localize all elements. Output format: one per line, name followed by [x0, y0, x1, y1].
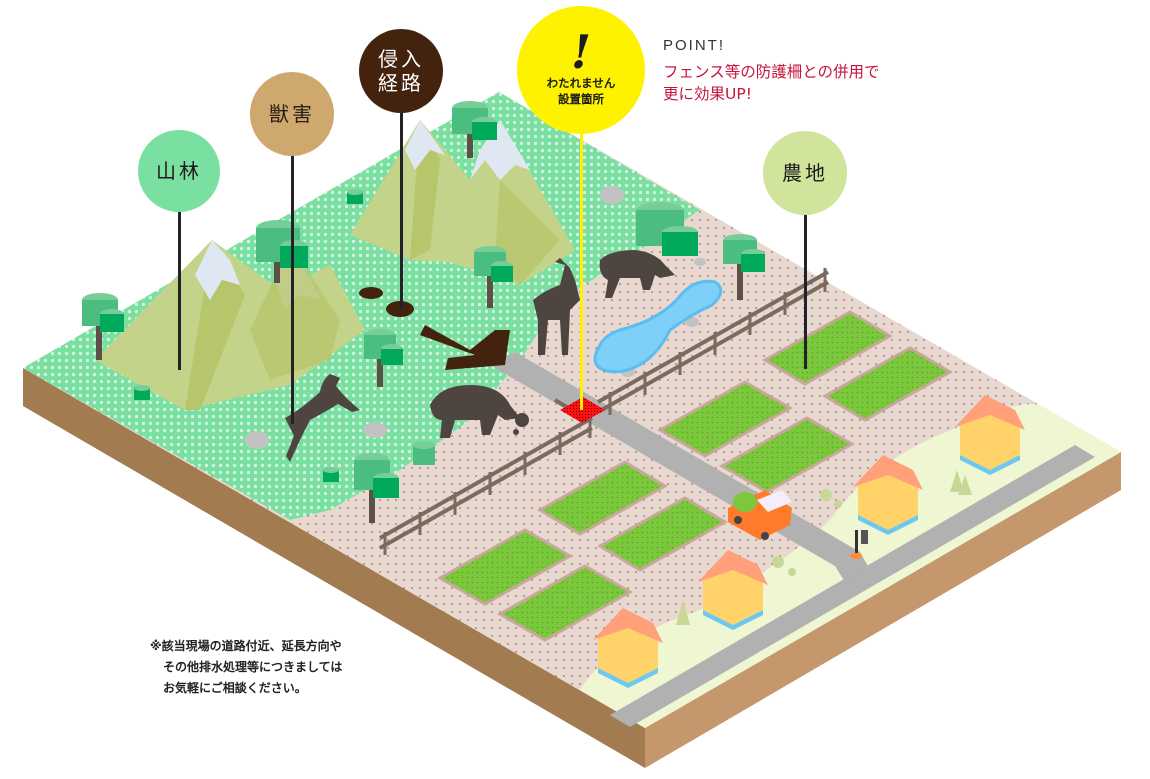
- point-sub-line2: 設置箇所: [558, 92, 604, 106]
- label-forest-text: 山林: [156, 159, 202, 183]
- pin-line-point: [580, 132, 583, 410]
- label-animal-damage: 獣害: [250, 72, 334, 156]
- point-callout-line2: 更に効果UP!: [663, 85, 752, 103]
- trees: [82, 101, 765, 523]
- label-damage-text: 獣害: [269, 102, 315, 126]
- pin-line-damage: [291, 154, 294, 424]
- animals: [285, 250, 675, 462]
- traffic-light: [850, 530, 868, 559]
- label-forest: 山林: [138, 130, 220, 212]
- footnote-line2: その他排水処理等につきましては: [163, 660, 343, 674]
- exclamation-icon: !: [570, 25, 592, 79]
- pickup-truck: [728, 490, 792, 540]
- point-callout-line1: フェンス等の防護柵との併用で: [663, 63, 880, 81]
- pin-line-farm: [804, 213, 807, 369]
- soil-left-side: [23, 368, 645, 768]
- pin-line-forest: [178, 210, 181, 370]
- intrusion-route-marks: [359, 287, 510, 370]
- pond: [593, 279, 723, 374]
- crop-plots: [436, 310, 953, 642]
- label-farmland: 農地: [763, 131, 847, 215]
- pin-line-route: [400, 111, 403, 309]
- rocks: [245, 186, 706, 449]
- small-trees: [676, 470, 972, 625]
- road-connector: [835, 552, 870, 582]
- label-farm-text: 農地: [782, 161, 828, 185]
- label-intrusion-route: 侵入 経路: [359, 29, 443, 113]
- label-installation-point: ! わたれません 設置箇所: [517, 6, 645, 134]
- label-route-line2: 経路: [378, 71, 424, 95]
- footnote-line1: ※該当現場の道路付近、延長方向や: [150, 639, 342, 653]
- deer-leaping: [285, 374, 360, 462]
- label-route-line1: 侵入: [378, 47, 424, 71]
- fence-dark: [379, 270, 829, 550]
- houses: [593, 395, 1025, 688]
- boar-back: [599, 250, 675, 298]
- footnote: ※該当現場の道路付近、延長方向や その他排水処理等につきましては お気軽にご相談…: [150, 636, 342, 699]
- installation-mark: [560, 397, 605, 423]
- boar-front: [430, 385, 520, 438]
- point-callout-body: フェンス等の防護柵との併用で 更に効果UP!: [663, 61, 880, 105]
- footnote-line3: お気軽にご相談ください。: [163, 681, 307, 695]
- mountain-left: [95, 240, 365, 410]
- mountain-right: [350, 120, 575, 285]
- soil-right-side: [645, 452, 1121, 768]
- road-town: [610, 445, 1095, 727]
- deer-standing: [533, 258, 580, 355]
- point-sub-line1: わたれません: [546, 76, 616, 90]
- point-callout-title: POINT!: [663, 37, 726, 54]
